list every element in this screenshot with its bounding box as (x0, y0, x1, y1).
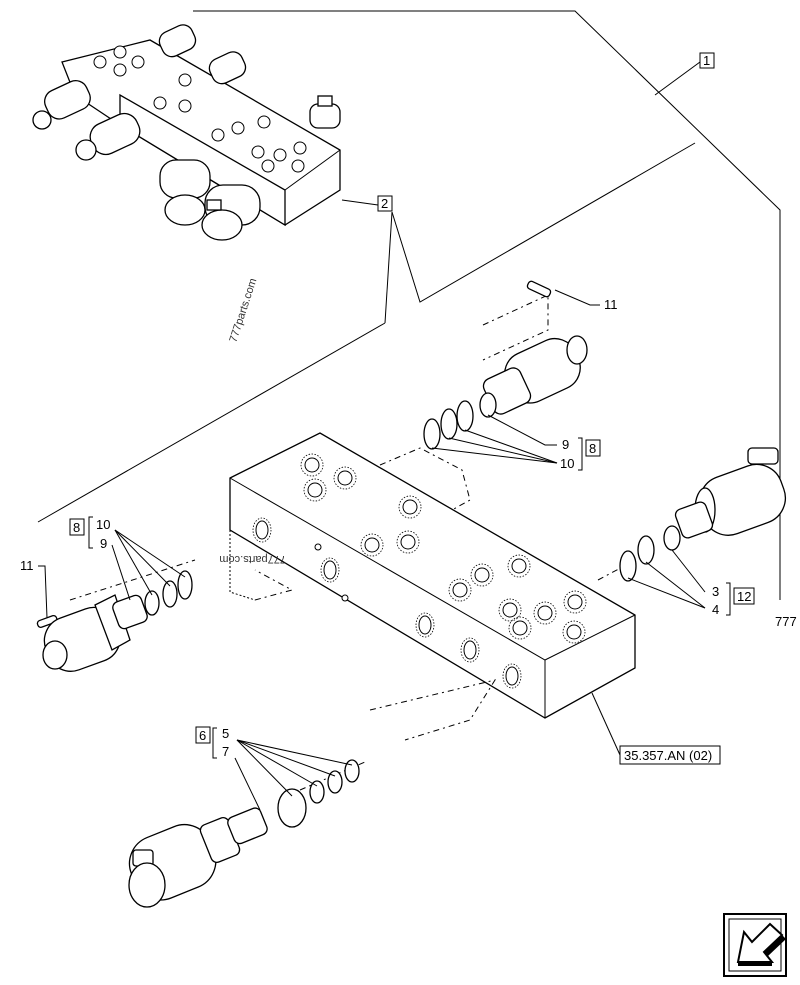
ref8-left-label: 8 (73, 520, 80, 535)
ref11-upper-label: 11 (604, 297, 618, 312)
ref1-leaders (193, 10, 781, 600)
solenoid-right (619, 447, 786, 582)
ref3-4-12-leaders (627, 549, 731, 616)
ref12-label: 12 (737, 589, 751, 604)
ref9-10-upper-leaders (431, 414, 583, 471)
ref8-10-9-left-leaders (88, 516, 186, 601)
ref7-label: 7 (222, 744, 229, 759)
ref11-left-leader (38, 565, 48, 619)
ref12-box (733, 587, 755, 605)
ref6-5-7-leaders (212, 727, 353, 811)
ref5-label: 5 (222, 726, 229, 741)
ref6-label: 6 (199, 728, 206, 743)
ref2-box (377, 195, 393, 212)
ref4-label: 4 (712, 602, 719, 617)
ref11-left-label: 11 (20, 558, 34, 573)
arrow-left-down-icon[interactable] (723, 913, 787, 977)
ref11-upper-leader (554, 289, 600, 306)
ref10-upper-label: 10 (560, 456, 574, 471)
watermark-flipped: 777parts.com (219, 553, 286, 565)
watermark-edge: 777 (775, 614, 797, 629)
solenoid-upper (423, 280, 588, 450)
section-ref-box (619, 745, 721, 765)
ref9-upper-label: 9 (562, 437, 569, 452)
ref2-label: 2 (381, 196, 388, 211)
solenoid-left (36, 570, 193, 672)
section-ref-leader (591, 692, 621, 756)
ref2-leaders (37, 142, 696, 523)
section-ref-label: 35.357.AN (02) (624, 748, 712, 763)
ref8-upper-box (585, 439, 601, 457)
ref8-left-box (69, 518, 85, 536)
assembled-valve-block (32, 24, 341, 241)
ref1-box (699, 52, 715, 69)
ref3-label: 3 (712, 584, 719, 599)
valve-block-body (229, 432, 636, 719)
ref8-upper-label: 8 (589, 441, 596, 456)
ref9-left-label: 9 (100, 536, 107, 551)
solenoid-bottom (128, 759, 360, 908)
ref10-left-label: 10 (96, 517, 110, 532)
ref1-label: 1 (703, 53, 710, 68)
ref6-box (195, 726, 211, 744)
watermark-rotated: 777parts.com (227, 277, 259, 344)
